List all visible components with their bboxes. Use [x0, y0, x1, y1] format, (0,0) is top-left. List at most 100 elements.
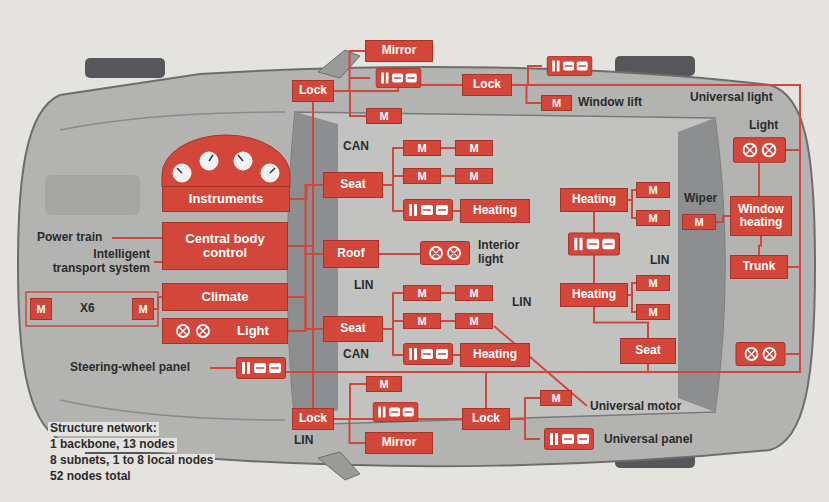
- motor-box: M: [455, 313, 493, 329]
- motor-box: M: [455, 285, 493, 301]
- node-text: M: [138, 303, 147, 315]
- instrument-dome: [162, 135, 290, 187]
- motor-box: M: [132, 298, 154, 320]
- bus-wire: [441, 292, 455, 294]
- annotation-label: CAN: [343, 140, 369, 154]
- annotation-label: LIN: [650, 254, 669, 268]
- control-unit-box: Heating: [460, 343, 530, 367]
- bus-wire: [334, 384, 366, 419]
- node-text: Seat: [635, 344, 660, 357]
- motor-box: M: [30, 298, 52, 320]
- control-unit-box: Roof: [323, 240, 379, 268]
- annotation-label: Wiper: [684, 192, 717, 206]
- wire: [647, 364, 649, 372]
- bus-wire: [288, 102, 313, 246]
- mirror-shape: [318, 50, 360, 78]
- control-unit-box: Instruments: [162, 186, 290, 212]
- bus-wire: [334, 91, 366, 116]
- bus-wire: [383, 148, 403, 185]
- bus-wire: [628, 200, 636, 218]
- motor-box: M: [540, 390, 572, 406]
- node-text: M: [694, 216, 703, 228]
- node-text: M: [552, 97, 561, 109]
- annotation-label: Universal motor: [590, 400, 681, 414]
- bus-wire: [628, 283, 636, 295]
- control-unit-box: Mirror: [365, 40, 433, 62]
- mirror-shape: [318, 452, 360, 480]
- bus-wire: [759, 236, 761, 255]
- switch-panel-icon: [404, 344, 453, 365]
- motor-box: M: [541, 95, 572, 111]
- can-backbone: [286, 267, 800, 372]
- bus-wire: [716, 216, 730, 222]
- motor-box: M: [366, 108, 402, 124]
- gauge-needle: [177, 155, 275, 173]
- bus-wire: [383, 293, 403, 329]
- node-text: Instruments: [189, 192, 263, 206]
- node-text: Mirror: [382, 436, 417, 449]
- control-unit-box: Lock: [462, 74, 512, 96]
- bus-wire: [288, 185, 323, 246]
- node-text: Window heating: [735, 203, 787, 229]
- annotation-label: Intelligent transport system: [40, 248, 150, 276]
- network-note: 8 subnets, 1 to 8 local nodes: [48, 454, 215, 468]
- network-note: Structure network:: [48, 422, 159, 436]
- annotation-label: X6: [80, 302, 95, 316]
- node-text: Roof: [337, 247, 364, 260]
- leader-line: [112, 237, 162, 239]
- control-unit-box: Heating: [460, 199, 530, 223]
- node-text: M: [417, 142, 426, 154]
- node-text: M: [36, 303, 45, 315]
- node-text: Climate: [202, 290, 249, 304]
- switch-panel-icon: [404, 200, 453, 221]
- motor-box: M: [455, 168, 493, 184]
- cabin: [288, 112, 726, 425]
- wire: [786, 149, 800, 151]
- bus-wire: [441, 147, 455, 149]
- motor-box: M: [682, 214, 716, 230]
- bus-wire: [288, 297, 323, 329]
- bus-wire: [288, 329, 323, 331]
- wire: [525, 419, 540, 439]
- node-text: Heating: [473, 204, 517, 217]
- car-body-outline: [18, 67, 815, 466]
- wire: [758, 163, 760, 196]
- wire: [485, 372, 487, 408]
- control-unit-box: Seat: [620, 338, 676, 364]
- motor-box: M: [636, 182, 670, 198]
- wire: [350, 77, 371, 79]
- bus-wire: [441, 175, 455, 177]
- switch-panel-icon: [376, 68, 421, 87]
- node-text: M: [469, 315, 478, 327]
- bus-wire: [288, 246, 323, 329]
- hood-line: [60, 112, 285, 130]
- bus-wire: [383, 176, 403, 185]
- motor-box: M: [366, 376, 402, 392]
- motor-box: M: [636, 304, 670, 320]
- node-text: M: [417, 315, 426, 327]
- control-unit-box: Window heating: [730, 196, 792, 236]
- node-text: Trunk: [743, 260, 776, 273]
- bus-wire: [510, 398, 540, 419]
- car-body: [18, 50, 815, 480]
- node-text: M: [417, 170, 426, 182]
- light-icon: [171, 322, 215, 340]
- wire: [378, 253, 420, 255]
- switch-panel-icon: [569, 233, 620, 255]
- node-text: Light: [237, 324, 269, 338]
- annotation-label: Window lift: [578, 96, 642, 110]
- light-icon: [734, 138, 786, 162]
- wire: [528, 66, 542, 85]
- control-unit-box: Central body control: [162, 222, 288, 270]
- annotation-label: Universal panel: [604, 433, 693, 447]
- node-text: Mirror: [382, 44, 417, 57]
- annotation-label: LIN: [512, 296, 531, 310]
- control-unit-box: Mirror: [365, 432, 433, 454]
- node-text: M: [417, 287, 426, 299]
- control-unit-box: Trunk: [730, 255, 788, 279]
- motor-group-outline: [26, 292, 158, 326]
- control-unit-box: Heating: [560, 188, 628, 212]
- control-unit-box: Heating: [560, 283, 628, 307]
